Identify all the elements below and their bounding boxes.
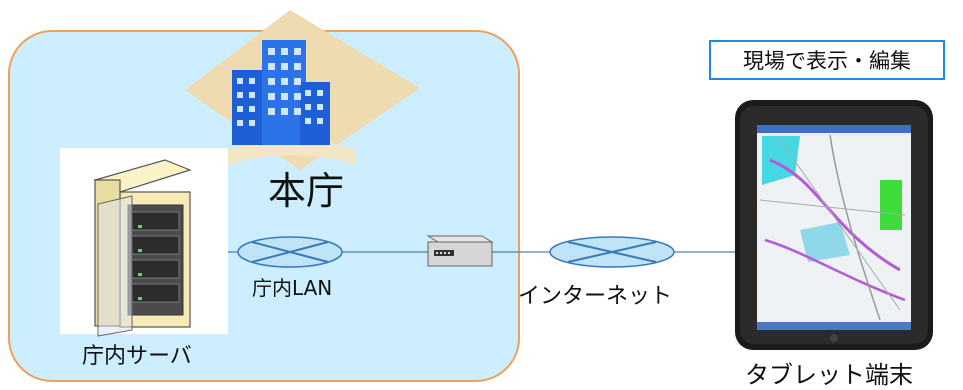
- tablet-label: タブレット端末: [745, 361, 913, 389]
- tablet-caption-box: 現場で表示・編集: [709, 40, 945, 80]
- lan-network-icon: [237, 236, 343, 268]
- building-icon: [185, 10, 420, 170]
- internet-label: インターネット: [518, 284, 673, 309]
- lan-label: 庁内LAN: [252, 276, 333, 300]
- router-icon: [426, 235, 494, 267]
- tablet-icon: [735, 100, 933, 350]
- server-icon: [60, 148, 228, 337]
- internet-network-icon: [549, 236, 675, 268]
- server-label: 庁内サーバ: [82, 344, 192, 369]
- office-label: 本庁: [268, 169, 345, 213]
